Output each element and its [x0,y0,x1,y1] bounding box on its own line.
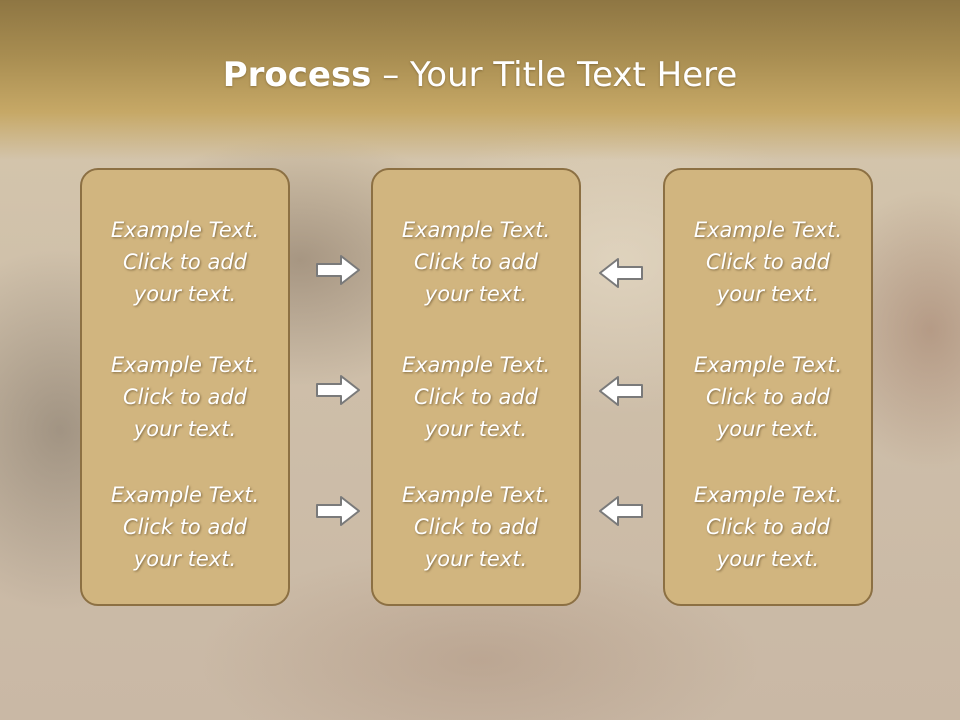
text-line: Example Text. [401,218,551,242]
text-line: Example Text. [110,483,260,507]
text-line: your text. [424,547,528,571]
text-block[interactable]: Example Text. Click to add your text. [665,479,871,575]
text-line: your text. [716,547,820,571]
text-line: Click to add [122,515,247,539]
text-line: your text. [424,282,528,306]
text-line: Example Text. [401,353,551,377]
text-line: Click to add [413,385,538,409]
text-block[interactable]: Example Text. Click to add your text. [373,214,579,310]
text-block[interactable]: Example Text. Click to add your text. [665,349,871,445]
text-block[interactable]: Example Text. Click to add your text. [665,214,871,310]
text-line: your text. [716,282,820,306]
left-arrow-icon [599,258,643,288]
text-line: Example Text. [110,218,260,242]
text-line: Example Text. [110,353,260,377]
text-line: Example Text. [401,483,551,507]
title-bold: Process [222,55,372,95]
text-line: your text. [133,417,237,441]
process-panel-center[interactable]: Example Text. Click to add your text. Ex… [371,168,581,606]
text-block[interactable]: Example Text. Click to add your text. [82,349,288,445]
text-line: your text. [424,417,528,441]
text-line: Example Text. [693,218,843,242]
text-line: Example Text. [693,353,843,377]
process-panel-left[interactable]: Example Text. Click to add your text. Ex… [80,168,290,606]
title-rest: – Your Title Text Here [371,55,738,95]
left-arrow-icon [599,376,643,406]
text-block[interactable]: Example Text. Click to add your text. [373,479,579,575]
text-line: Click to add [413,515,538,539]
text-block[interactable]: Example Text. Click to add your text. [82,479,288,575]
text-line: Click to add [413,250,538,274]
right-arrow-icon [316,255,360,285]
right-arrow-icon [316,496,360,526]
text-line: Click to add [122,385,247,409]
slide-title[interactable]: Process – Your Title Text Here [0,52,960,98]
text-line: your text. [716,417,820,441]
text-line: Click to add [705,385,830,409]
left-arrow-icon [599,496,643,526]
text-line: your text. [133,282,237,306]
process-panel-right[interactable]: Example Text. Click to add your text. Ex… [663,168,873,606]
text-block[interactable]: Example Text. Click to add your text. [373,349,579,445]
text-block[interactable]: Example Text. Click to add your text. [82,214,288,310]
text-line: your text. [133,547,237,571]
text-line: Click to add [705,515,830,539]
text-line: Click to add [122,250,247,274]
text-line: Click to add [705,250,830,274]
text-line: Example Text. [693,483,843,507]
title-banner [0,0,960,160]
right-arrow-icon [316,375,360,405]
